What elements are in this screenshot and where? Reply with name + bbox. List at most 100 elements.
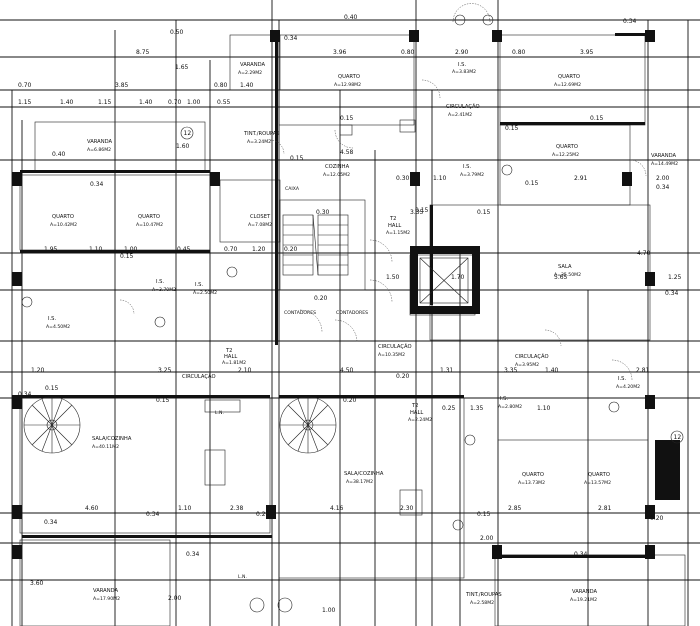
room-area: A=13.73M2 — [518, 480, 545, 486]
dimension-label: 0.15 — [120, 253, 134, 260]
room-area: A=38.17M2 — [346, 479, 373, 485]
dimension-label: 0.34 — [44, 519, 58, 526]
dimension-label: 1.15 — [98, 99, 112, 106]
room-name: CIRCULAÇÃO — [515, 353, 549, 360]
dimension-label: 1.15 — [18, 99, 32, 106]
room-area: A=17.90M2 — [93, 596, 120, 602]
dimension-label: 0.15 — [340, 115, 354, 122]
room-name: I.S. — [458, 62, 466, 68]
dimension-label: 0.34 — [90, 181, 104, 188]
dimension-label: 1.10 — [433, 175, 447, 182]
dimension-label: 0.45 — [177, 246, 191, 253]
room-name: VARANDA — [651, 153, 676, 159]
dimension-label: 1.10 — [89, 246, 103, 253]
dimension-label: 1.40 — [240, 82, 254, 89]
dimension-label: 1.10 — [537, 405, 551, 412]
dimension-label: 0.34 — [665, 290, 679, 297]
room-name: HALL — [410, 410, 423, 416]
room-name: HALL — [224, 354, 237, 360]
dimension-label: 0.20 — [284, 246, 298, 253]
dimension-label: 0.30 — [316, 209, 330, 216]
room-name: I.S. — [156, 279, 164, 285]
room-name: CLOSET — [250, 214, 271, 220]
room-area: A=3.70M2 — [152, 287, 176, 293]
room-area: A=3.83M2 — [452, 69, 476, 75]
dimension-label: 3.35 — [504, 367, 518, 374]
dimension-label: 0.34 — [656, 184, 670, 191]
dimension-label: 2.00 — [656, 175, 670, 182]
room-area: A=3.79M2 — [460, 172, 484, 178]
fixture-label: CAIXA — [285, 186, 300, 192]
room-area: A=10.47M2 — [136, 222, 163, 228]
room-area: A=1.15M2 — [386, 230, 410, 236]
dimension-label: 0.15 — [590, 115, 604, 122]
stairs — [282, 214, 349, 276]
dimension-label: 0.34 — [146, 511, 160, 518]
dimension-label: 1.20 — [252, 246, 266, 253]
dimension-label: 1.00 — [124, 246, 138, 253]
room-area: A=6.86M2 — [87, 147, 111, 153]
dimension-labels: 0.40 0.34 0.34 3.96 0.80 2.90 0.80 3.95 … — [18, 14, 682, 614]
dimension-label: 0.15 — [477, 511, 491, 518]
room-area: A=4.50M2 — [46, 324, 70, 330]
dimension-label: 1.10 — [178, 505, 192, 512]
room-area: A=4.20M2 — [616, 384, 640, 390]
room-area: A=10.35M2 — [378, 352, 405, 358]
dimension-label: 0.80 — [512, 49, 526, 56]
dimension-label: 0.20 — [650, 515, 664, 522]
room-name: QUARTO — [588, 472, 610, 478]
dimension-label: 2.85 — [508, 505, 522, 512]
room-area: A=12.25M2 — [552, 152, 579, 158]
room-name: I.S. — [195, 282, 203, 288]
dimension-label: 1.40 — [60, 99, 74, 106]
room-name: QUARTO — [558, 74, 580, 80]
room-name: HALL — [388, 223, 401, 229]
dimension-label: 1.40 — [139, 99, 153, 106]
walls — [12, 30, 680, 559]
dimension-label: 0.30 — [396, 175, 410, 182]
dimension-label: 0.34 — [574, 551, 588, 558]
room-area: A=7.08M2 — [248, 222, 272, 228]
room-name: I.S. — [48, 316, 56, 322]
dimension-label: 0.34 — [18, 391, 32, 398]
dimension-label: 3.96 — [333, 49, 347, 56]
dimension-label: 0.15 — [415, 207, 429, 214]
dimension-label: 3.60 — [30, 580, 44, 587]
room-name: COZINHA — [325, 164, 350, 170]
dimension-label: 4.60 — [85, 505, 99, 512]
dimension-label: 3.95 — [580, 49, 594, 56]
room-name: CIRCULAÇÃO — [378, 343, 412, 350]
dimension-label: 1.35 — [470, 405, 484, 412]
room-name: T2 — [411, 403, 418, 409]
room-area: A=2.24M2 — [408, 417, 432, 423]
room-area: A=2.80M2 — [498, 404, 522, 410]
room-area: A=12.98M2 — [334, 82, 361, 88]
dimension-label: 0.50 — [170, 29, 184, 36]
room-name: SALA/COZINHA — [344, 471, 384, 477]
dimension-label: 0.34 — [623, 18, 637, 25]
room-area: A=1.81M2 — [222, 360, 246, 366]
room-area: A=13.57M2 — [584, 480, 611, 486]
room-name: I.S. — [463, 164, 471, 170]
fixture-label: CONTADORES — [284, 310, 316, 316]
room-name: CIRCULAÇÃO — [182, 373, 216, 380]
dimension-label: 0.15 — [505, 125, 519, 132]
fixture-label: CONTADORES — [336, 310, 368, 316]
fixtures — [21, 14, 620, 613]
door-swings — [119, 3, 647, 381]
dimension-label: 3.85 — [115, 82, 129, 89]
room-area: A=35.50M2 — [554, 272, 581, 278]
room-name: VARANDA — [93, 588, 118, 594]
room-name: VARANDA — [240, 62, 265, 68]
fixture-label: L.N. — [215, 410, 224, 416]
room-name: TINT./ROUPAS — [465, 592, 502, 598]
dimension-label: 0.25 — [442, 405, 456, 412]
dimension-label: 2.81 — [636, 367, 650, 374]
dimension-label: 0.15 — [156, 397, 170, 404]
room-name: QUARTO — [338, 74, 360, 80]
room-area: A=3.24M2 — [247, 139, 271, 145]
room-area: A=2.58M2 — [470, 600, 494, 606]
room-area: A=10.42M2 — [50, 222, 77, 228]
spiral-stair-left — [23, 396, 81, 454]
